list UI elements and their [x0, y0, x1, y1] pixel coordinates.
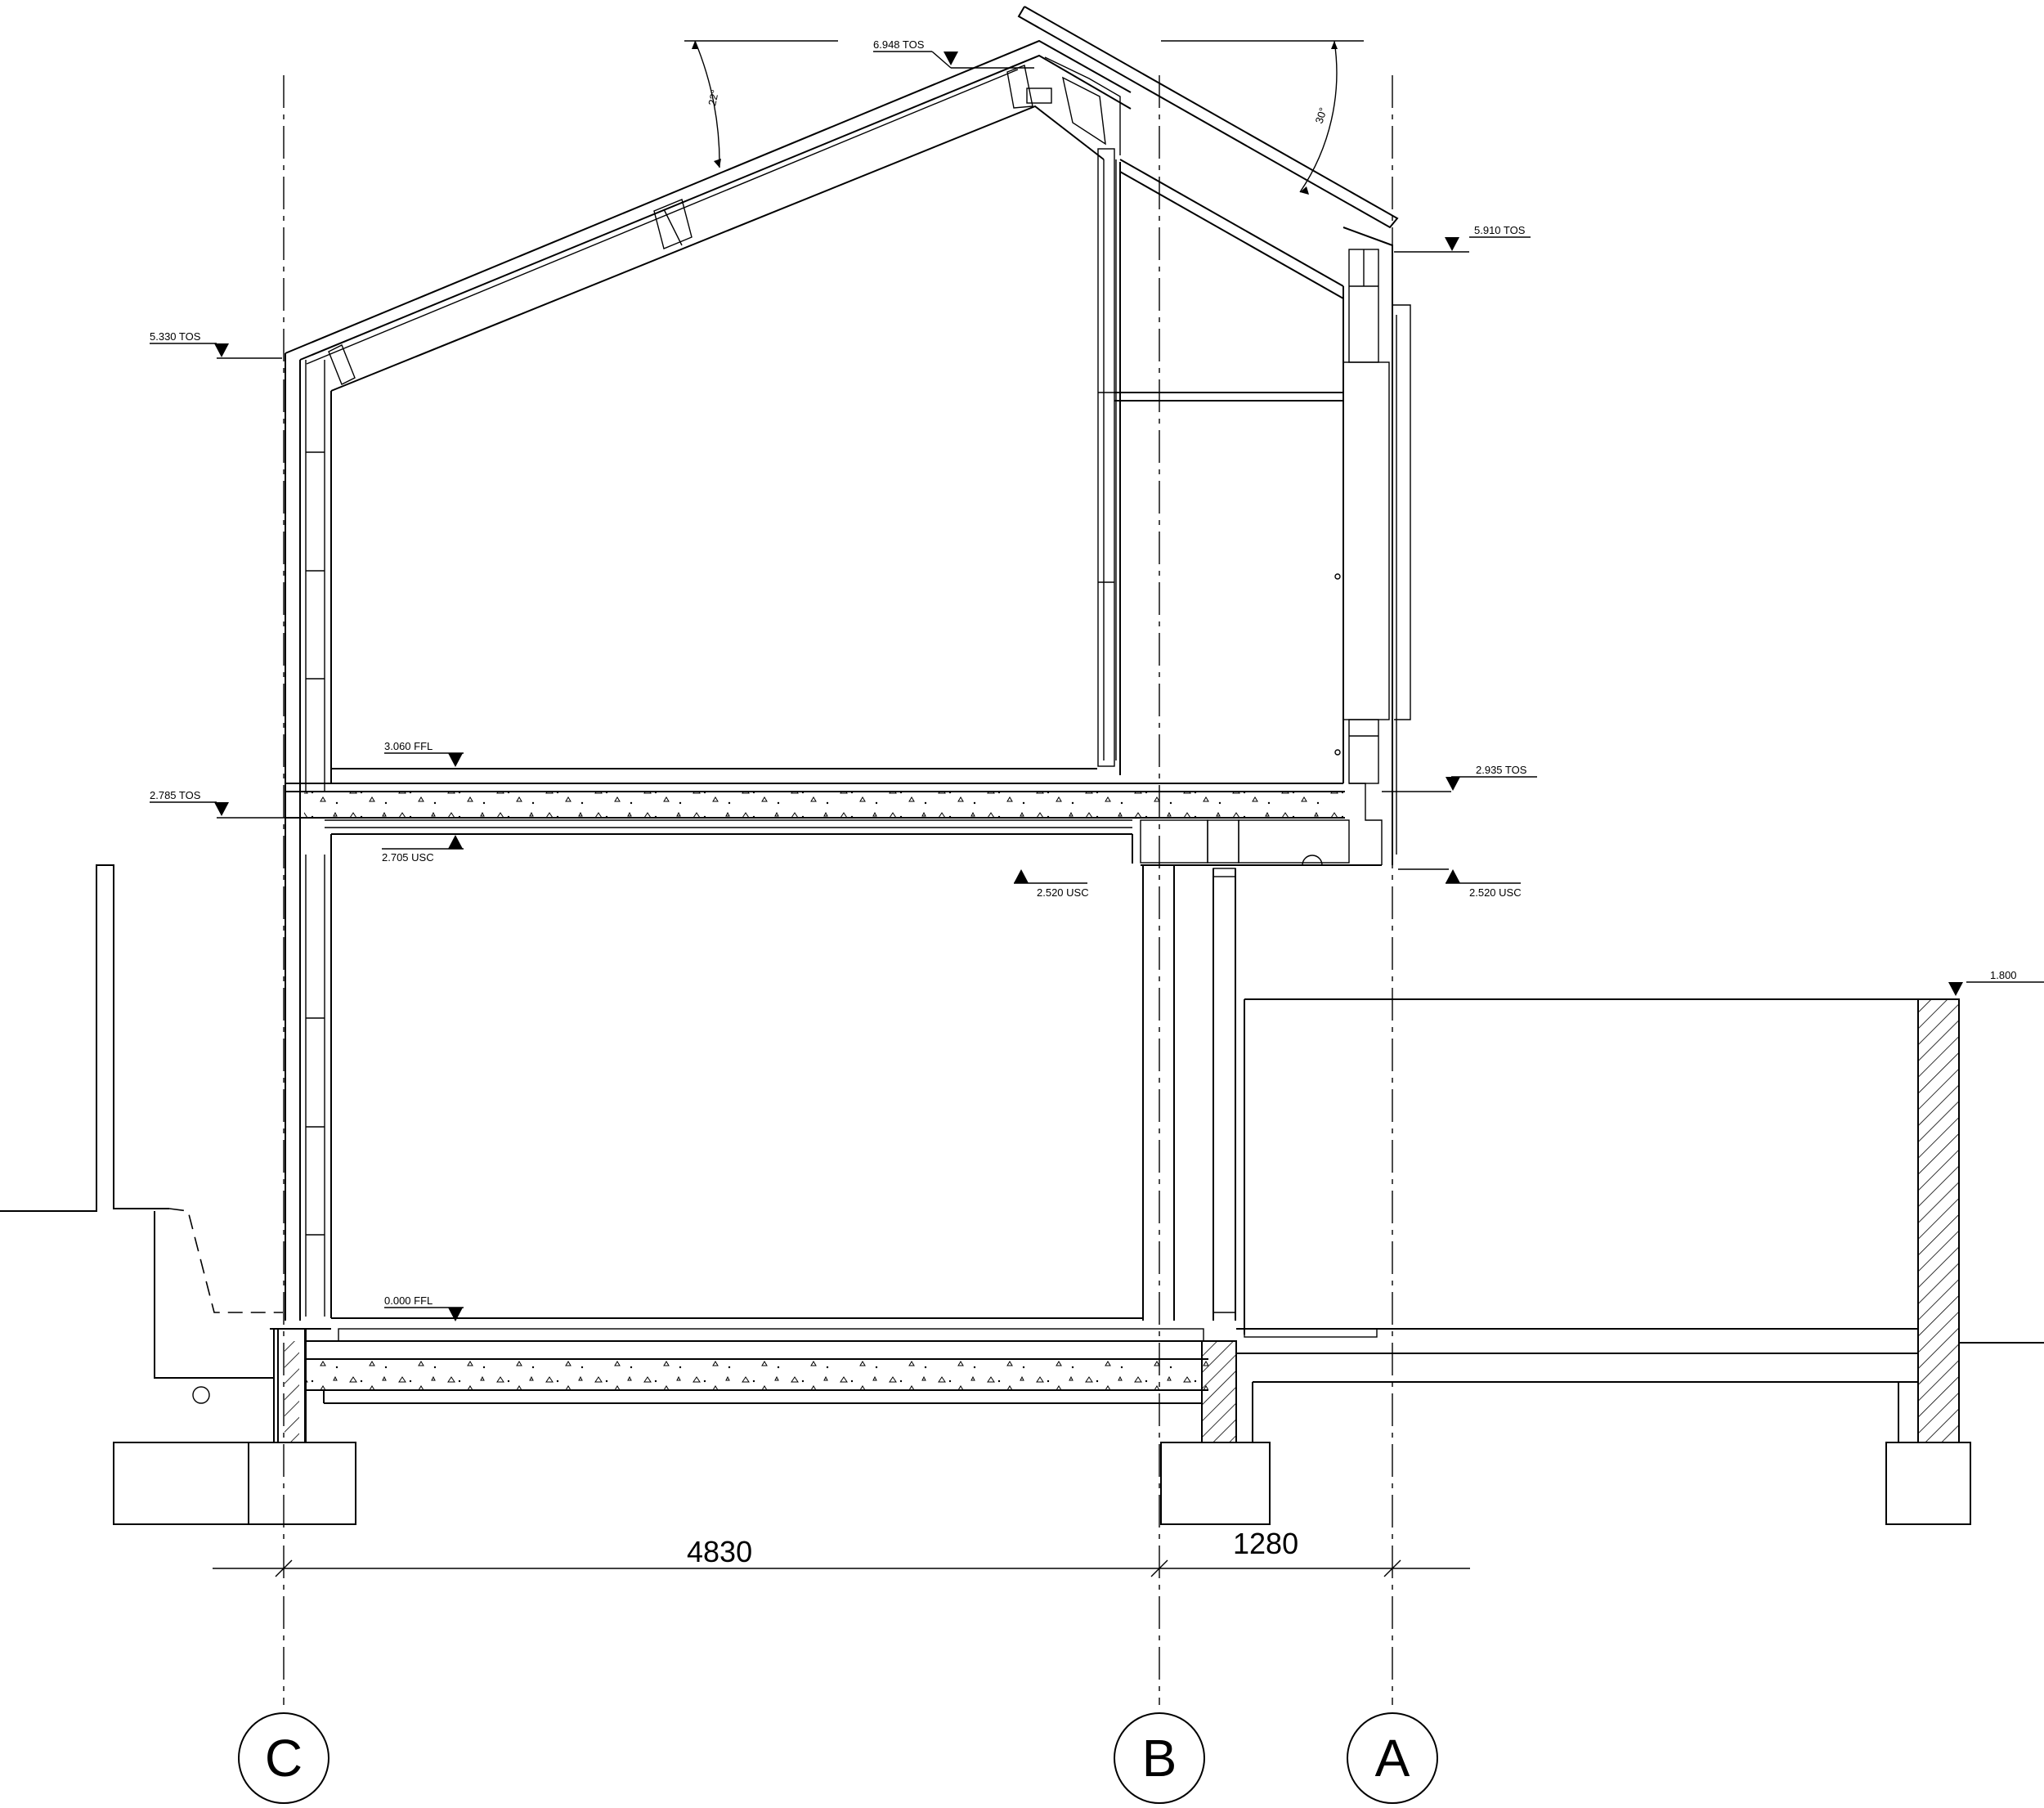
ground-slab: [270, 1317, 1271, 1525]
svg-text:0.000 FFL: 0.000 FFL: [384, 1294, 433, 1307]
right-upper-wall: [1334, 227, 1411, 865]
central-wall: [1097, 148, 1343, 775]
level-marker-usc-left: 2.705 USC: [382, 835, 464, 864]
svg-text:3.060 FFL: 3.060 FFL: [384, 740, 433, 752]
svg-text:2.935 TOS: 2.935 TOS: [1476, 764, 1527, 776]
level-marker-fence: 1.800: [1948, 969, 2044, 996]
svg-text:2.520 USC: 2.520 USC: [1037, 886, 1089, 899]
dimension-b-a-label: 1280: [1233, 1527, 1298, 1560]
svg-text:2.705 USC: 2.705 USC: [382, 851, 434, 864]
roof-angle-annotations: 22° 30°: [684, 40, 1364, 195]
level-marker-eave-right: 5.910 TOS: [1394, 224, 1531, 253]
level-marker-tos-right: 2.935 TOS: [1382, 764, 1537, 792]
level-marker-first-ffl: 3.060 FFL: [384, 740, 464, 767]
svg-text:1.800: 1.800: [1990, 969, 2017, 981]
right-roof-angle-label: 30°: [1313, 106, 1329, 125]
first-floor-slab: [285, 768, 1383, 866]
level-marker-usc-right: 2.520 USC: [1398, 868, 1522, 899]
svg-text:B: B: [1142, 1729, 1177, 1788]
level-marker-ridge: 6.948 TOS: [873, 38, 1034, 69]
grid-lines: [283, 75, 1393, 1705]
level-marker-tos-left: 2.785 TOS: [150, 789, 1132, 819]
dimension-c-b-label: 4830: [687, 1535, 752, 1568]
roof: [285, 6, 1399, 392]
svg-text:2.785 TOS: 2.785 TOS: [150, 789, 201, 801]
level-marker-eave-left: 5.330 TOS: [150, 330, 282, 359]
svg-text:6.948 TOS: 6.948 TOS: [873, 38, 925, 51]
grid-bubble-b: B: [1114, 1712, 1205, 1804]
ground-columns: [1142, 865, 1236, 1321]
grid-bubble-a: A: [1347, 1712, 1438, 1804]
right-external-area: [1236, 998, 2044, 1525]
svg-text:C: C: [265, 1729, 303, 1788]
left-neighbour-structure: [0, 864, 356, 1525]
grid-bubble-c: C: [238, 1712, 329, 1804]
svg-text:2.520 USC: 2.520 USC: [1469, 886, 1522, 899]
level-marker-usc-mid: 2.520 USC: [1014, 869, 1089, 899]
left-external-wall: [285, 353, 332, 1321]
grid-bubbles: C B A: [238, 1712, 1438, 1804]
level-marker-ground-ffl: 0.000 FFL: [384, 1294, 464, 1321]
svg-text:5.330 TOS: 5.330 TOS: [150, 330, 201, 343]
svg-text:A: A: [1375, 1729, 1410, 1788]
left-roof-angle-label: 22°: [706, 88, 721, 106]
svg-text:5.910 TOS: 5.910 TOS: [1474, 224, 1526, 236]
level-markers: 6.948 TOS 5.910 TOS 5.330 TOS 3.060 FFL: [150, 38, 2044, 1321]
dimension-line: 4830 1280: [213, 1527, 1470, 1577]
